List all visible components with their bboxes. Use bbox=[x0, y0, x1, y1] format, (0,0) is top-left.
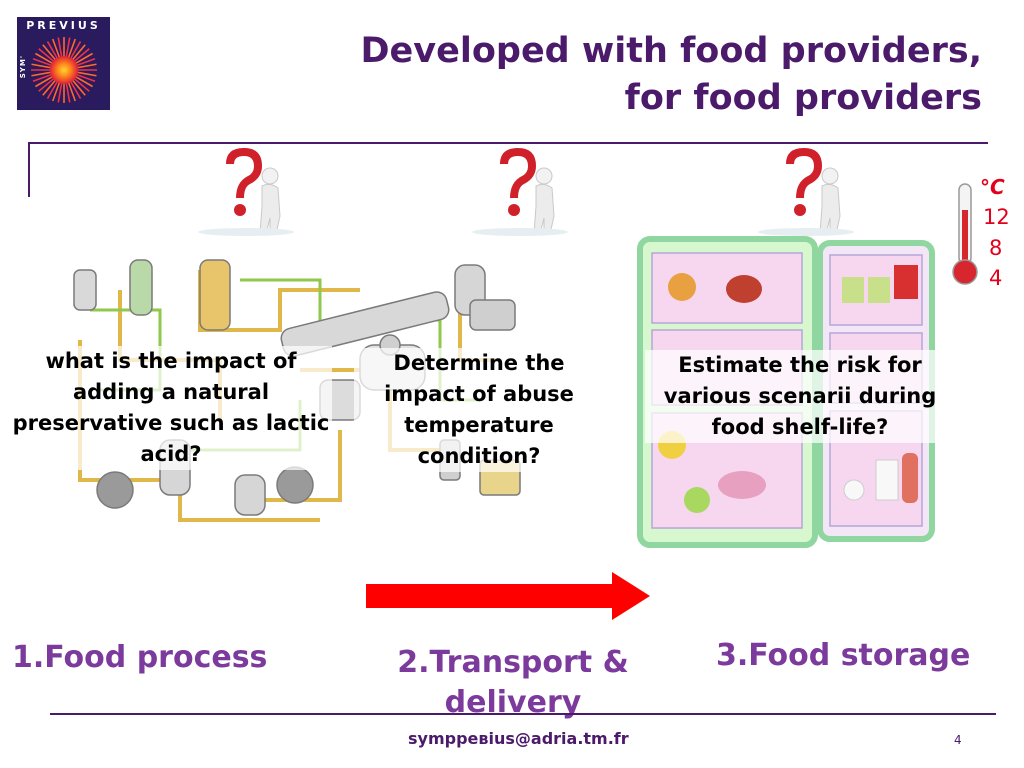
thermometer-icon bbox=[952, 183, 978, 285]
slide-title: Developed with food providers, for food … bbox=[361, 28, 983, 122]
top-divider-tick bbox=[28, 142, 30, 197]
temperature-value: 8 bbox=[989, 236, 1003, 260]
logo-side-text: SYM' bbox=[19, 55, 27, 79]
question-mark-person-icon bbox=[758, 148, 854, 236]
stage-food-storage: 3.Food storage bbox=[716, 638, 971, 673]
sympревius-logo: PREVIUS SYM' bbox=[17, 17, 110, 110]
temperature-unit: °C bbox=[980, 175, 1005, 199]
temperature-value: 4 bbox=[989, 266, 1003, 290]
question-mark-person-icon bbox=[472, 148, 568, 236]
question-transport: Determine the impact of abuse temperatur… bbox=[354, 348, 604, 472]
title-line-1: Developed with food providers, bbox=[360, 31, 983, 71]
stage-transport-delivery: 2.Transport & delivery bbox=[397, 645, 629, 720]
stage-food-process: 1.Food process bbox=[12, 640, 268, 675]
page-number: 4 bbox=[954, 733, 962, 747]
footer-email: sympревius@adria.tm.fr bbox=[408, 729, 629, 748]
question-food-process: what is the impact of adding a natural p… bbox=[10, 346, 332, 470]
question-mark-person-icon bbox=[198, 148, 294, 236]
bottom-divider bbox=[50, 713, 996, 715]
question-storage: Estimate the risk for various scenarii d… bbox=[645, 350, 955, 443]
right-arrow-icon bbox=[366, 572, 650, 620]
sun-logo-icon bbox=[31, 37, 97, 103]
logo-text: PREVIUS bbox=[26, 19, 101, 32]
top-divider bbox=[28, 142, 988, 144]
title-line-2: for food providers bbox=[624, 78, 982, 118]
temperature-value: 12 bbox=[983, 205, 1010, 229]
